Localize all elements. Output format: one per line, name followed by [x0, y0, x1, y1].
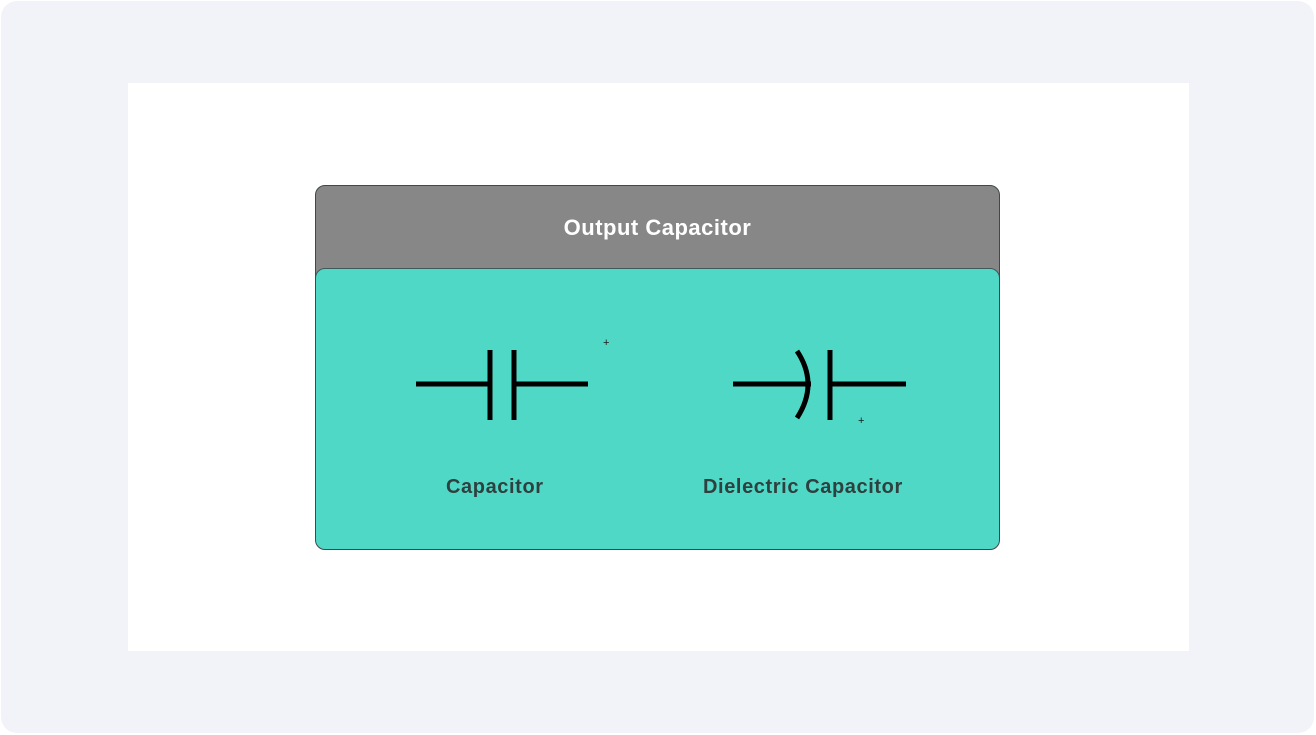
output-capacitor-group[interactable]: Output Capacitor [315, 185, 1000, 550]
dielectric-capacitor-label: Dielectric Capacitor [703, 476, 903, 498]
group-title: Output Capacitor [563, 214, 752, 240]
dielectric-capacitor-icon[interactable] [731, 347, 909, 423]
dielectric-capacitor-polarity-mark: + [858, 415, 865, 427]
capacitor-icon[interactable] [414, 347, 592, 423]
capacitor-polarity-mark: + [603, 337, 610, 349]
capacitor-label: Capacitor [446, 476, 544, 498]
group-body [316, 268, 999, 549]
